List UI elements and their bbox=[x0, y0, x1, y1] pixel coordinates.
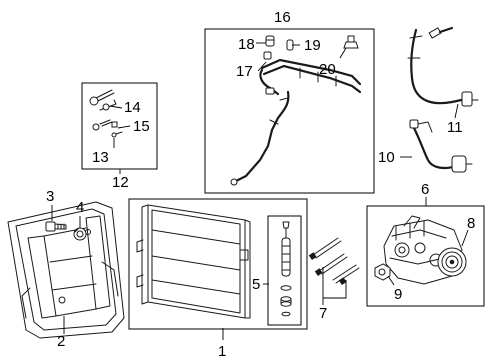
compressor-box bbox=[366, 205, 485, 307]
o-ring-part bbox=[263, 51, 272, 60]
seal-kit-part bbox=[89, 89, 123, 138]
callout-3: 3 bbox=[46, 188, 54, 205]
leader-lines bbox=[51, 42, 469, 340]
callout-15: 15 bbox=[133, 118, 150, 135]
bolt-part bbox=[45, 221, 67, 232]
condenser-box bbox=[128, 198, 308, 330]
callout-20: 20 bbox=[319, 61, 336, 78]
callout-4: 4 bbox=[76, 199, 84, 216]
callout-12: 12 bbox=[112, 174, 129, 191]
compressor-part bbox=[383, 215, 467, 285]
seal-kit-box bbox=[81, 82, 158, 170]
callout-16: 16 bbox=[274, 9, 291, 26]
radiator-support-part bbox=[7, 201, 125, 339]
callout-14: 14 bbox=[124, 99, 141, 116]
callout-18: 18 bbox=[238, 36, 255, 53]
line-fittings-part bbox=[308, 237, 360, 286]
callout-19: 19 bbox=[304, 37, 321, 54]
callout-8: 8 bbox=[467, 215, 475, 232]
suction-hose-part bbox=[409, 119, 473, 173]
hose-tube-assembly-part bbox=[230, 58, 362, 186]
callout-11: 11 bbox=[447, 119, 463, 136]
callout-7: 7 bbox=[319, 305, 327, 322]
receiver-drier-part bbox=[267, 215, 302, 326]
callout-17: 17 bbox=[236, 63, 253, 80]
condenser-part bbox=[136, 204, 251, 319]
callout-9: 9 bbox=[394, 286, 402, 303]
relief-valve-part bbox=[374, 263, 391, 281]
callout-5: 5 bbox=[252, 276, 260, 293]
callout-13: 13 bbox=[92, 149, 109, 166]
callout-6: 6 bbox=[421, 181, 429, 198]
pressure-switch-part bbox=[265, 35, 275, 47]
nut-part bbox=[73, 227, 87, 241]
drier-sub-box bbox=[267, 215, 302, 326]
discharge-hose-part bbox=[407, 26, 479, 107]
callout-1: 1 bbox=[218, 343, 226, 360]
hose-assembly-box bbox=[204, 28, 375, 194]
sensor-part bbox=[343, 35, 359, 49]
callout-2: 2 bbox=[57, 333, 65, 350]
callout-10: 10 bbox=[378, 149, 395, 166]
